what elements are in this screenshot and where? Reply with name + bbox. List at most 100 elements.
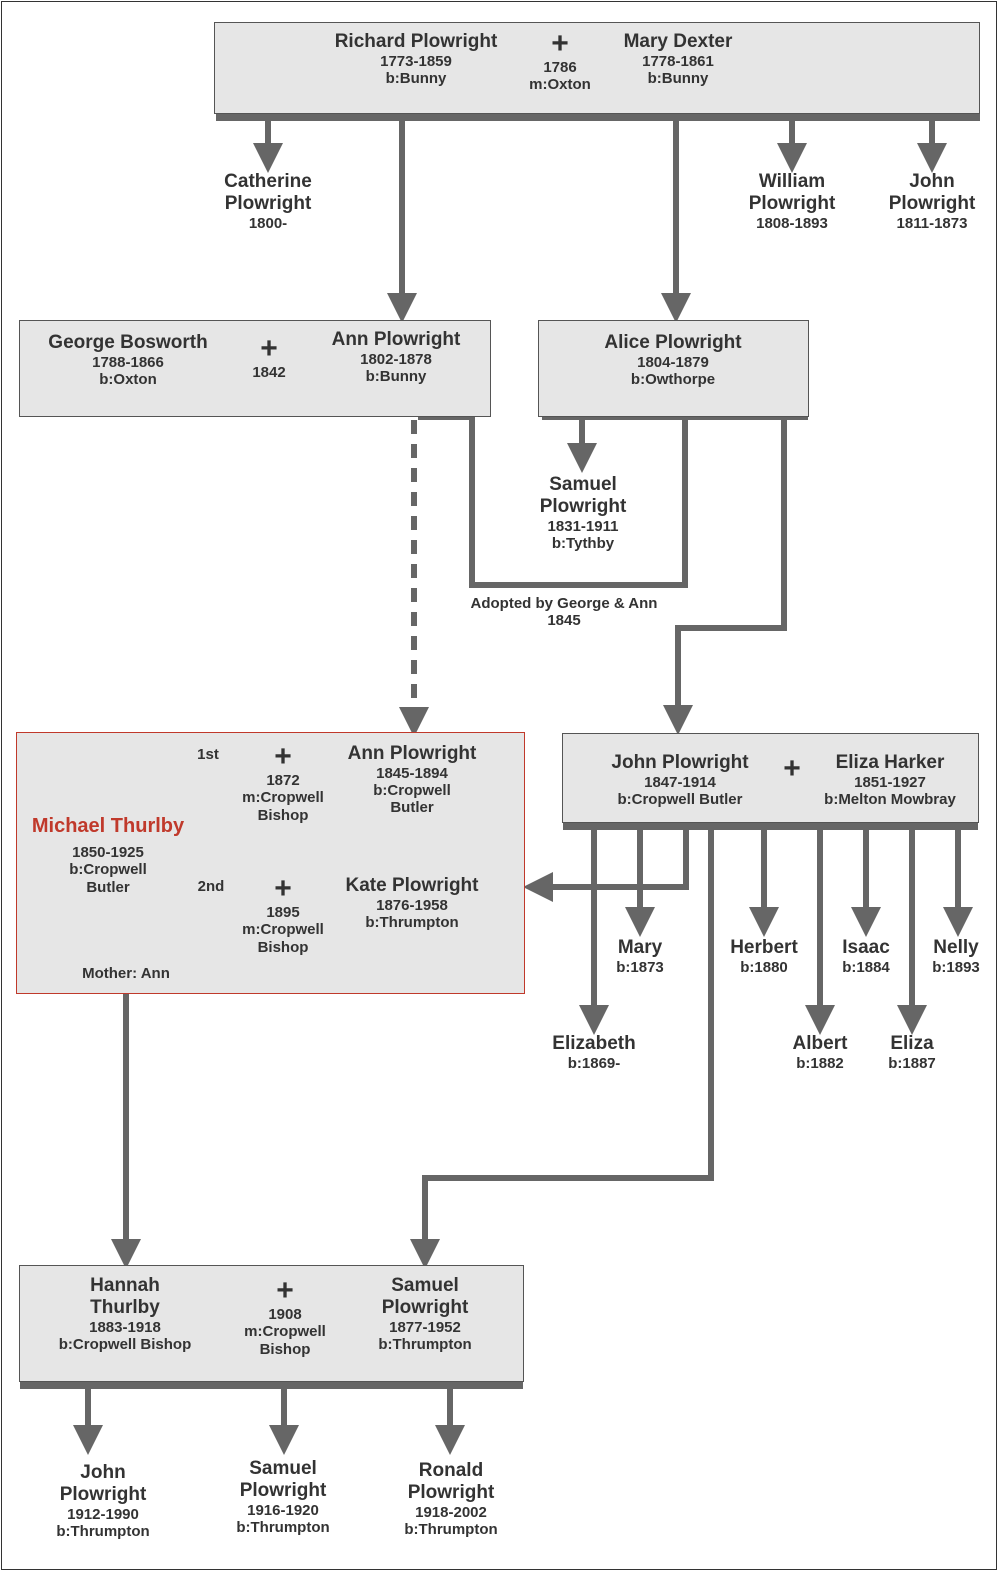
person-mary-dexter: Mary Dexter 1778-1861 b:Bunny	[588, 31, 768, 87]
person-surname: Plowright	[539, 495, 627, 517]
marriage-place-2: Bishop	[257, 938, 309, 956]
marriage-year: 1842	[252, 364, 286, 381]
person-kate-plowright: Kate Plowright 1876-1958 b:Thrumpton	[322, 875, 502, 931]
marriage-hannah-samuel: + 1908 m:Cropwell Bishop	[230, 1276, 340, 1358]
person-birth: b:1873	[616, 958, 664, 976]
person-eliza: Eliza b:1887	[866, 1033, 958, 1072]
mother-text: Mother: Ann	[82, 965, 170, 982]
marriage-george-ann: + 1842	[229, 332, 309, 382]
person-name: Herbert	[730, 937, 798, 958]
person-name: Ann Plowright	[347, 743, 477, 764]
person-eliza-harker: Eliza Harker 1851-1927 b:Melton Mowbray	[800, 752, 980, 808]
marriage-john-eliza: +	[772, 754, 812, 784]
line-to-kate	[523, 826, 689, 902]
marriage-michael-kate: + 1895 m:Cropwell Bishop	[228, 874, 338, 956]
bosworth-bar	[418, 414, 688, 588]
person-dates: 1876-1958	[376, 896, 448, 914]
person-birthplace-2: Butler	[86, 878, 130, 896]
person-catherine-plowright: Catherine Plowright 1800-	[188, 171, 348, 232]
person-mary: Mary b:1873	[590, 937, 690, 976]
person-dates: 1831-1911	[547, 517, 619, 535]
person-john-plowright-1847: John Plowright 1847-1914 b:Cropwell Butl…	[582, 752, 778, 808]
person-name: John	[80, 1462, 126, 1483]
mother-note: Mother: Ann	[56, 965, 196, 982]
person-elizabeth: Elizabeth b:1869-	[534, 1033, 654, 1072]
box-richard-mary	[214, 22, 980, 114]
person-john-plowright-1912: John Plowright 1912-1990 b:Thrumpton	[28, 1462, 178, 1540]
person-dates: 1773-1859	[380, 52, 452, 70]
marriage-year: 1908	[268, 1306, 302, 1323]
person-name: Samuel	[391, 1275, 459, 1296]
person-samuel-plowright-1831: Samuel Plowright 1831-1911 b:Tythby	[508, 474, 658, 552]
person-john-plowright-1811: John Plowright 1811-1873	[852, 171, 1000, 232]
line-to-john-1847	[663, 417, 787, 735]
person-name: Ronald	[418, 1460, 484, 1481]
box-john-eliza	[562, 733, 979, 823]
marriage-year: 1786	[543, 59, 577, 76]
person-alice-plowright: Alice Plowright 1804-1879 b:Owthorpe	[568, 332, 778, 388]
plus-icon: +	[274, 740, 292, 773]
person-name: Eliza	[890, 1033, 934, 1054]
person-name: Kate Plowright	[345, 875, 479, 896]
person-ann-plowright-1845: Ann Plowright 1845-1894 b:Cropwell Butle…	[322, 743, 502, 817]
person-name: Eliza Harker	[835, 752, 945, 773]
adoption-year: 1845	[547, 612, 581, 630]
person-birthplace: b:Thrumpton	[56, 1522, 150, 1540]
person-birthplace: b:Thrumpton	[404, 1520, 498, 1538]
plus-icon: +	[276, 1274, 294, 1307]
person-name: Elizabeth	[552, 1033, 636, 1054]
person-name: Michael Thurlby	[31, 815, 185, 837]
person-birthplace: b:Cropwell	[373, 782, 451, 800]
plus-icon: +	[260, 332, 278, 365]
person-surname: Plowright	[888, 192, 976, 214]
person-birth: b:1893	[932, 958, 980, 976]
person-birthplace: b:Bunny	[647, 70, 709, 88]
person-dates: 1802-1878	[360, 350, 432, 368]
marriage-order: 2nd	[197, 878, 225, 895]
person-dates: 1877-1952	[389, 1318, 461, 1336]
person-birthplace-2: Butler	[390, 799, 434, 817]
person-dates: 1847-1914	[644, 773, 716, 791]
marriage-place-2: Bishop	[257, 806, 309, 824]
marriage-place: m:Cropwell	[244, 1323, 326, 1341]
person-richard-plowright: Richard Plowright 1773-1859 b:Bunny	[306, 31, 526, 87]
person-birthplace: b:Thrumpton	[378, 1335, 472, 1353]
marriage-place: m:Cropwell	[242, 921, 324, 939]
person-name: Samuel	[549, 474, 617, 495]
person-ronald-plowright: Ronald Plowright 1918-2002 b:Thrumpton	[376, 1460, 526, 1538]
person-dates: 1850-1925	[72, 844, 144, 861]
person-samuel-plowright-1877: Samuel Plowright 1877-1952 b:Thrumpton	[345, 1275, 505, 1353]
person-surname: Plowright	[407, 1481, 495, 1503]
person-george-bosworth: George Bosworth 1788-1866 b:Oxton	[28, 332, 228, 388]
person-name: George Bosworth	[48, 332, 208, 353]
person-birthplace: b:Thrumpton	[236, 1518, 330, 1536]
person-dates: 1811-1873	[896, 214, 968, 232]
box-bosworth-ann	[19, 320, 491, 417]
person-herbert: Herbert b:1880	[714, 937, 814, 976]
person-birthplace: b:Cropwell	[69, 861, 147, 879]
person-birthplace: b:Cropwell Bishop	[58, 1335, 192, 1353]
label-second-marriage: 2nd	[186, 878, 236, 895]
person-surname: Plowright	[224, 192, 312, 214]
person-name: Samuel	[249, 1458, 317, 1479]
person-name: Isaac	[842, 937, 890, 958]
person-surname: Thurlby	[90, 1296, 160, 1318]
person-birthplace: b:Tythby	[551, 534, 615, 552]
person-birthplace: b:Bunny	[385, 70, 447, 88]
person-birthplace: b:Cropwell Butler	[617, 791, 743, 809]
plus-icon: +	[783, 752, 801, 785]
person-samuel-plowright-1916: Samuel Plowright 1916-1920 b:Thrumpton	[208, 1458, 358, 1536]
person-william-plowright: William Plowright 1808-1893	[712, 171, 872, 232]
person-birthplace: b:Melton Mowbray	[824, 791, 956, 809]
person-name: Albert	[792, 1033, 848, 1054]
person-birth: b:1882	[796, 1054, 844, 1072]
person-michael-thurlby-details: 1850-1925 b:Cropwell Butler	[38, 844, 178, 896]
person-surname: Plowright	[381, 1296, 469, 1318]
marriage-place-2: Bishop	[259, 1340, 311, 1358]
person-birthplace: b:Bunny	[365, 368, 427, 386]
person-name: Alice Plowright	[604, 332, 742, 353]
person-name: Mary	[617, 937, 663, 958]
person-birthplace: b:Owthorpe	[630, 371, 716, 389]
person-dates: 1912-1990	[67, 1505, 139, 1523]
